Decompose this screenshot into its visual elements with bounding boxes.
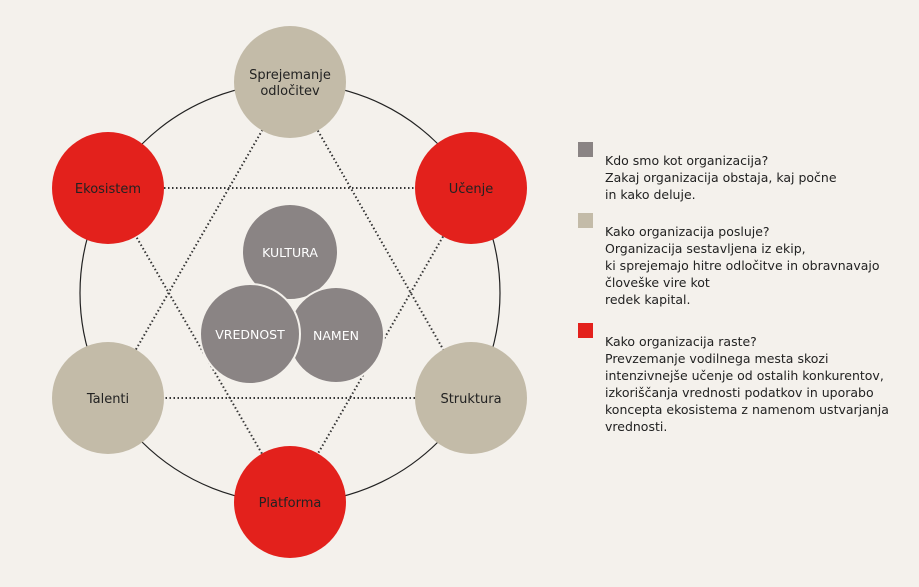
node-label: Struktura (440, 392, 501, 407)
core-circle (199, 283, 301, 385)
legend-swatch (578, 213, 593, 228)
legend-line: Kdo smo kot organizacija? (605, 153, 769, 168)
legend-line: Prevzemanje vodilnega mesta skozi (605, 351, 829, 366)
dotted-connector (289, 81, 472, 399)
dotted-connector (107, 81, 291, 399)
legend-swatch (578, 323, 593, 338)
node-circle (415, 132, 527, 244)
legend-line: Kako organizacija raste? (605, 334, 757, 349)
core-label: NAMEN (313, 328, 359, 343)
node-label: Sprejemanje (249, 68, 331, 83)
node-label: odločitev (260, 84, 320, 99)
legend-text: Kdo smo kot organizacija? Zakaj organizac… (605, 152, 915, 203)
node-label: Talenti (86, 392, 129, 407)
legend-line: Zakaj organizacija obstaja, kaj počne (605, 170, 837, 185)
legend-line: in kako deluje. (605, 187, 696, 202)
node-label: Učenje (449, 182, 494, 197)
legend-line: izkoriščanja vrednosti podatkov in upora… (605, 385, 874, 400)
legend-swatch (578, 142, 593, 157)
dotted-connector (107, 187, 291, 503)
node-circle (234, 26, 346, 138)
legend-line: Organizacija sestavljena iz ekip, (605, 241, 806, 256)
node-circle (52, 342, 164, 454)
core-label: KULTURA (262, 245, 318, 260)
legend-line: redek kapital. (605, 292, 691, 307)
core-circle (241, 203, 339, 301)
node-label: Ekosistem (75, 182, 141, 197)
legend-line: intenzivnejše učenje od ostalih konkuren… (605, 368, 884, 383)
legend-line: človeške vire kot (605, 275, 710, 290)
legend-line: koncepta ekosistema z namenom ustvarjanj… (605, 402, 889, 417)
legend-text: Kako organizacija posluje? Organizacija s… (605, 223, 915, 308)
legend-line: Kako organizacija posluje? (605, 224, 770, 239)
node-circle (415, 342, 527, 454)
node-label: Platforma (259, 496, 322, 511)
core-label: VREDNOST (215, 327, 285, 342)
node-circle (52, 132, 164, 244)
node-circle (234, 446, 346, 558)
legend-text: Kako organizacija raste? Prevzemanje vodi… (605, 333, 915, 435)
legend-line: ki sprejemajo hitre odločitve in obravna… (605, 258, 880, 273)
legend-line: vrednosti. (605, 419, 668, 434)
